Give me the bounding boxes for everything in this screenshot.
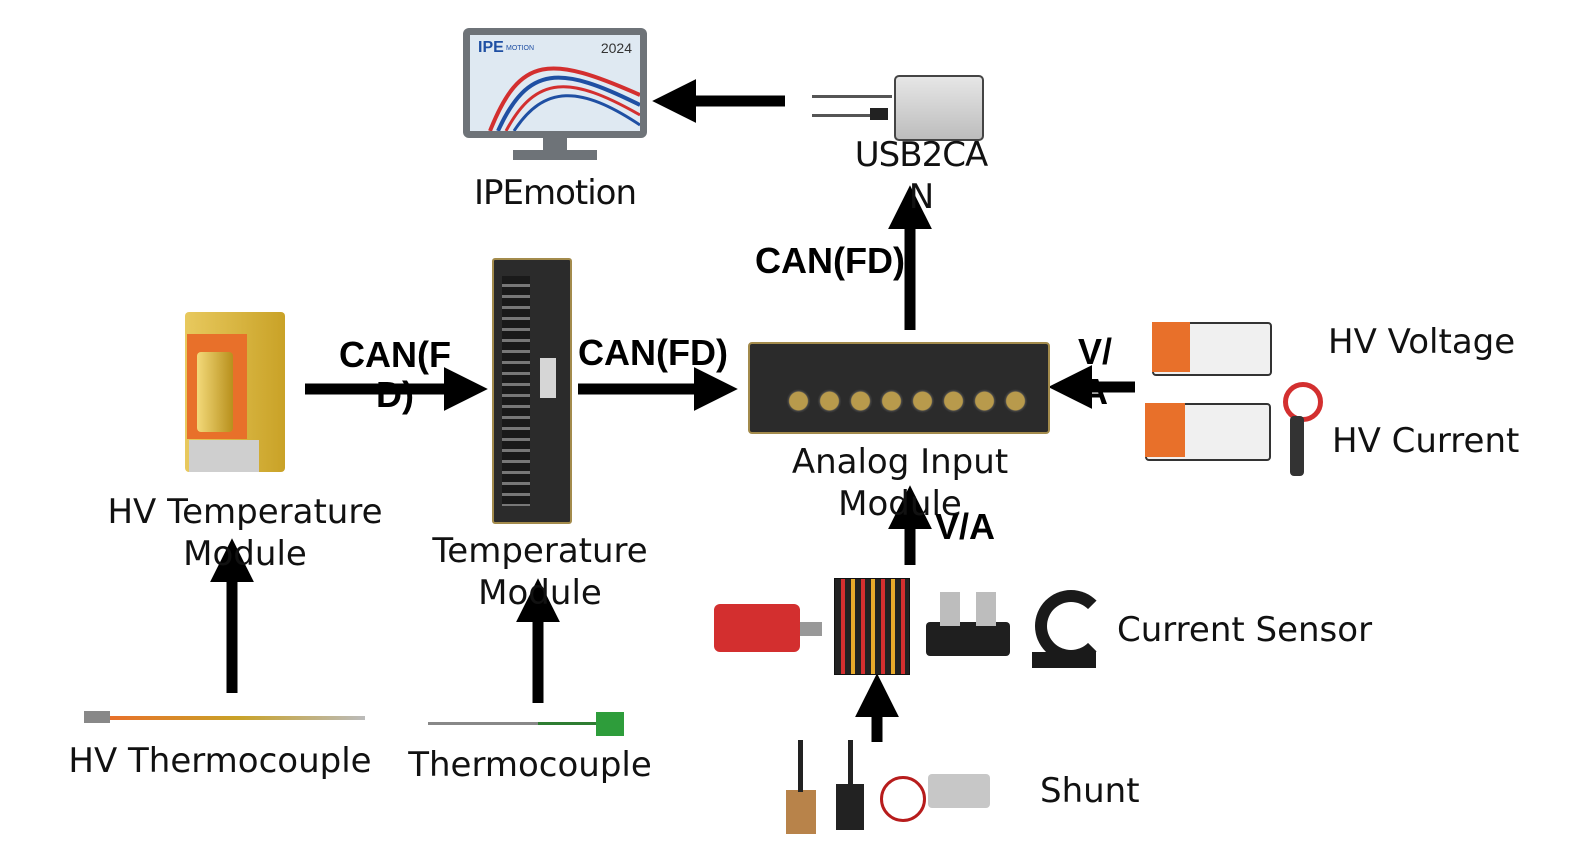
tc-probe	[428, 722, 538, 725]
screen-brand-sub: MOTION	[506, 45, 534, 52]
hv-voltage-label: HV Voltage	[1328, 322, 1516, 362]
shunt-terminal-right	[976, 592, 996, 626]
hv-temp-connector	[197, 352, 233, 432]
shunt-resistor-illustration	[926, 588, 1010, 660]
shunt-terminal-left	[940, 592, 960, 626]
edge-label-analog-to-usb2can: CAN(FD)	[755, 240, 905, 281]
hv-tc-cable	[110, 716, 365, 720]
hv-temperature-module-label: HV Temperature Module	[107, 492, 383, 574]
hv-thermocouple-label: HV Thermocouple	[68, 741, 372, 781]
usb-plug	[870, 108, 888, 120]
tc-cable	[538, 722, 598, 725]
sensor-red-body	[714, 604, 800, 652]
tc-plug	[596, 712, 624, 736]
thermocouple-illustration	[428, 712, 628, 738]
analog-input-module-label: Analog Input Module	[791, 442, 1009, 524]
hv-voltage-device-illustration	[1152, 322, 1272, 376]
hv-temp-base	[189, 440, 259, 472]
shunt-plug-2	[836, 784, 864, 830]
clamp-jaw	[1283, 382, 1323, 422]
edge-label-hvtemp-to-temp: CAN(F D)	[339, 334, 451, 415]
shunt-plug-1	[786, 790, 816, 834]
clamp-handle	[1290, 416, 1304, 476]
current-sensor-clamp-illustration	[714, 600, 824, 658]
temp-module-connector-strip	[502, 276, 530, 506]
hv-current-device-illustration	[1145, 403, 1271, 461]
shunt-wire-2	[848, 740, 853, 786]
shunt-label: Shunt	[1040, 771, 1140, 811]
usb-cable	[812, 95, 892, 98]
usb2can-device-illustration	[812, 70, 984, 141]
monitor-screen: IPE MOTION 2024	[470, 35, 640, 131]
edge-label-sensor-to-analog: V/A	[934, 506, 995, 547]
shunt-box	[928, 774, 990, 808]
screen-year: 2024	[600, 40, 632, 56]
hall-sensor-base	[1032, 652, 1096, 668]
analog-module-connectors	[783, 386, 1028, 416]
analog-input-module-illustration	[748, 342, 1050, 434]
monitor-stand	[513, 150, 597, 160]
edge-label-hv-to-analog: V/ A	[1077, 331, 1112, 412]
thermocouple-label: Thermocouple	[408, 745, 652, 785]
ipemotion-label: IPEmotion	[473, 173, 637, 213]
ipemotion-monitor-illustration: IPE MOTION 2024	[463, 28, 647, 162]
monitor-neck	[543, 138, 567, 152]
hv-voltage-orange	[1152, 322, 1190, 372]
hv-tc-connector	[84, 711, 110, 723]
fuse-box-illustration	[834, 578, 910, 675]
shunt-resistor-base	[926, 622, 1010, 656]
usb-cable-2	[812, 114, 872, 117]
shunt-cable-loop	[880, 776, 926, 822]
hv-thermocouple-illustration	[84, 708, 369, 732]
edge-label-temp-to-analog: CAN(FD)	[578, 332, 728, 373]
hall-current-sensor-illustration	[1030, 590, 1107, 670]
screen-brand: IPE	[478, 39, 504, 56]
current-sensor-label: Current Sensor	[1117, 610, 1373, 650]
fuse-box-body	[834, 578, 910, 675]
hv-current-orange	[1145, 403, 1185, 457]
usb2can-box	[894, 75, 984, 141]
usb2can-label: USB2CA N	[854, 135, 988, 217]
temp-module-label-plate	[540, 358, 556, 398]
shunt-devices-illustration	[780, 740, 995, 840]
screen-wave-graphic	[488, 66, 640, 131]
hv-temperature-module-illustration	[185, 312, 290, 477]
temperature-module-illustration	[492, 258, 572, 524]
shunt-wire-1	[798, 740, 803, 792]
temperature-module-label: Temperature Module	[432, 531, 648, 613]
hv-current-label: HV Current	[1332, 421, 1520, 461]
sensor-plug	[800, 622, 822, 636]
current-clamp-illustration	[1278, 382, 1333, 482]
